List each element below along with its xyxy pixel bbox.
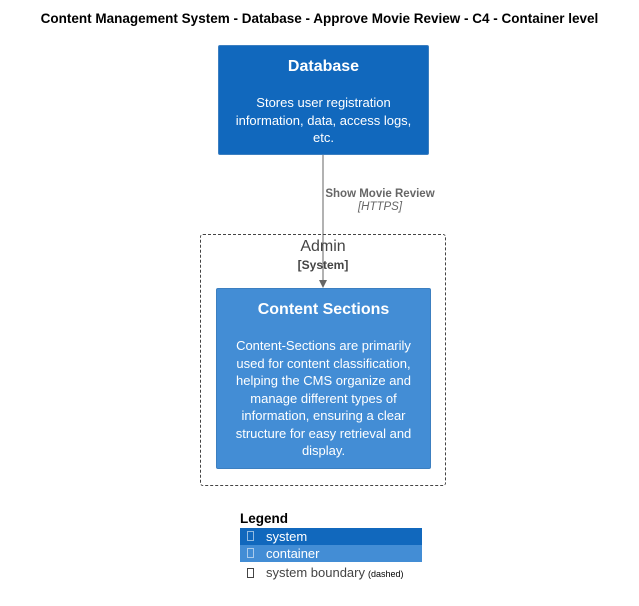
legend-title: Legend <box>240 511 289 526</box>
legend: Legend system container system boundary(… <box>240 511 440 581</box>
relationship-technology: [HTTPS] <box>357 201 403 213</box>
relationship-label: Show Movie Review <box>325 188 435 200</box>
system-glyph-icon <box>247 531 254 541</box>
admin-system-boundary[interactable] <box>200 234 446 486</box>
container-glyph-icon <box>247 548 254 558</box>
content-sections-container-box[interactable]: Content Sections Content-Sections are pr… <box>216 288 431 469</box>
database-description: Stores user registration information, da… <box>235 95 412 145</box>
legend-item-system-boundary: system boundary(dashed) <box>240 564 422 581</box>
legend-item-container: container <box>240 545 422 562</box>
boundary-glyph-icon <box>247 568 254 578</box>
legend-item-label: system boundary <box>266 565 365 580</box>
legend-item-system: system <box>240 528 422 545</box>
database-title: Database <box>287 58 360 75</box>
relationship-label-group: Show Movie Review [HTTPS] <box>300 188 460 213</box>
diagram-title: Content Management System - Database - A… <box>40 11 599 26</box>
legend-item-label: container <box>266 546 320 561</box>
content-sections-title: Content Sections <box>257 301 390 318</box>
legend-item-note: (dashed) <box>368 569 404 579</box>
boundary-type: [System] <box>297 258 349 272</box>
boundary-name: Admin <box>300 238 346 255</box>
legend-item-label: system <box>266 529 308 544</box>
content-sections-description: Content-Sections are primarily used for … <box>235 338 412 458</box>
database-system-box[interactable]: Database Stores user registration inform… <box>218 45 429 155</box>
